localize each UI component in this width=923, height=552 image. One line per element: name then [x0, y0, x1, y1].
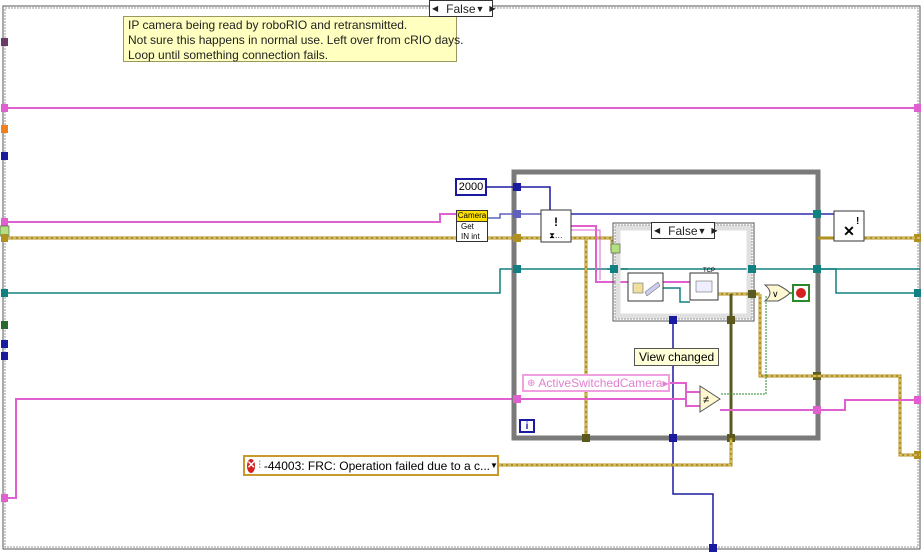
ring-value: ActiveSwitchedCamera — [538, 376, 663, 390]
or-gate[interactable] — [763, 284, 791, 302]
property-row: IN int — [461, 232, 480, 241]
left-terminal — [1, 289, 8, 297]
left-terminal — [1, 152, 8, 160]
decrement-arrow-icon[interactable]: ◀ — [654, 226, 661, 235]
not-equal-node[interactable] — [699, 385, 721, 413]
left-terminal — [1, 104, 8, 112]
view-changed-label: View changed — [634, 348, 720, 366]
outer-case-value: False — [446, 1, 476, 16]
string-wire[interactable] — [8, 213, 457, 223]
warning-icon: ! — [554, 215, 558, 229]
inner-case-selector[interactable]: ◀ False ▼ ▶ — [651, 222, 718, 239]
property-row: Get — [461, 222, 474, 231]
error-cluster-constant[interactable]: ✕ ⫶ -44003: FRC: Operation failed due to… — [243, 455, 499, 476]
outer-case-selector[interactable]: ◀ False ▼ ▶ — [429, 0, 496, 17]
left-terminal — [1, 234, 8, 242]
decrement-arrow-icon[interactable]: ◀ — [432, 4, 439, 13]
tcp-label: TCP — [703, 268, 715, 274]
comment-line: IP camera being read by roboRIO and retr… — [128, 18, 408, 32]
dropdown-arrow-icon[interactable]: ▼ — [697, 225, 707, 236]
left-terminal — [1, 340, 8, 348]
camera-property-node[interactable]: Camera Get IN int — [456, 210, 488, 242]
int-wire[interactable] — [672, 438, 714, 549]
close-camera-node[interactable] — [833, 210, 865, 242]
dropdown-arrow-icon[interactable]: ▼ — [475, 3, 485, 14]
comment-line: Loop until something connection fails. — [128, 48, 329, 62]
ring-arrow-icon: ▶ — [662, 378, 669, 388]
ring-icon: ⊕ — [527, 377, 536, 389]
loop-iteration-terminal: i — [519, 419, 535, 433]
wait-node[interactable] — [540, 209, 572, 243]
close-icon: ✕ — [843, 223, 855, 239]
inner-case-value: False — [668, 223, 698, 238]
left-terminal — [1, 352, 8, 360]
loop-tunnel — [513, 183, 521, 191]
increment-arrow-icon[interactable]: ▶ — [489, 4, 496, 13]
active-camera-ring-constant[interactable]: ⊕ ActiveSwitchedCamera ▶ — [522, 374, 670, 392]
error-icon: ✕ — [247, 458, 256, 473]
tcp-icon — [695, 280, 713, 293]
left-terminal — [1, 218, 8, 226]
warning-icon: ! — [856, 216, 859, 227]
int-wire[interactable] — [487, 186, 551, 211]
property-class-label: Camera — [457, 211, 487, 222]
increment-arrow-icon[interactable]: ▶ — [711, 226, 718, 235]
left-terminal — [1, 494, 8, 502]
hourglass-icon: ⧗… — [549, 231, 563, 240]
warning-toggle-icon: ⫶ — [258, 460, 261, 471]
comment-line: Not sure this happens in normal use. Lef… — [128, 33, 464, 47]
stop-icon — [796, 288, 806, 298]
case-selector-terminal — [610, 243, 621, 254]
left-terminal — [1, 321, 8, 329]
refnum-wire[interactable] — [8, 268, 920, 294]
camera-icon — [632, 282, 644, 294]
diagram-comment: IP camera being read by roboRIO and retr… — [123, 16, 464, 62]
right-terminal — [914, 104, 921, 112]
left-terminal — [1, 125, 8, 133]
not-equal-symbol: ≠ — [703, 394, 709, 406]
left-terminal — [1, 38, 8, 46]
or-symbol: ∨ — [772, 289, 779, 299]
error-code-text: -44003: FRC: Operation failed due to a c… — [263, 458, 491, 473]
dropdown-arrow-icon[interactable]: ▼ — [490, 461, 498, 470]
string-wire[interactable] — [8, 398, 517, 499]
while-loop-frame — [511, 169, 821, 441]
wait-ms-constant[interactable]: 2000 — [455, 178, 487, 196]
